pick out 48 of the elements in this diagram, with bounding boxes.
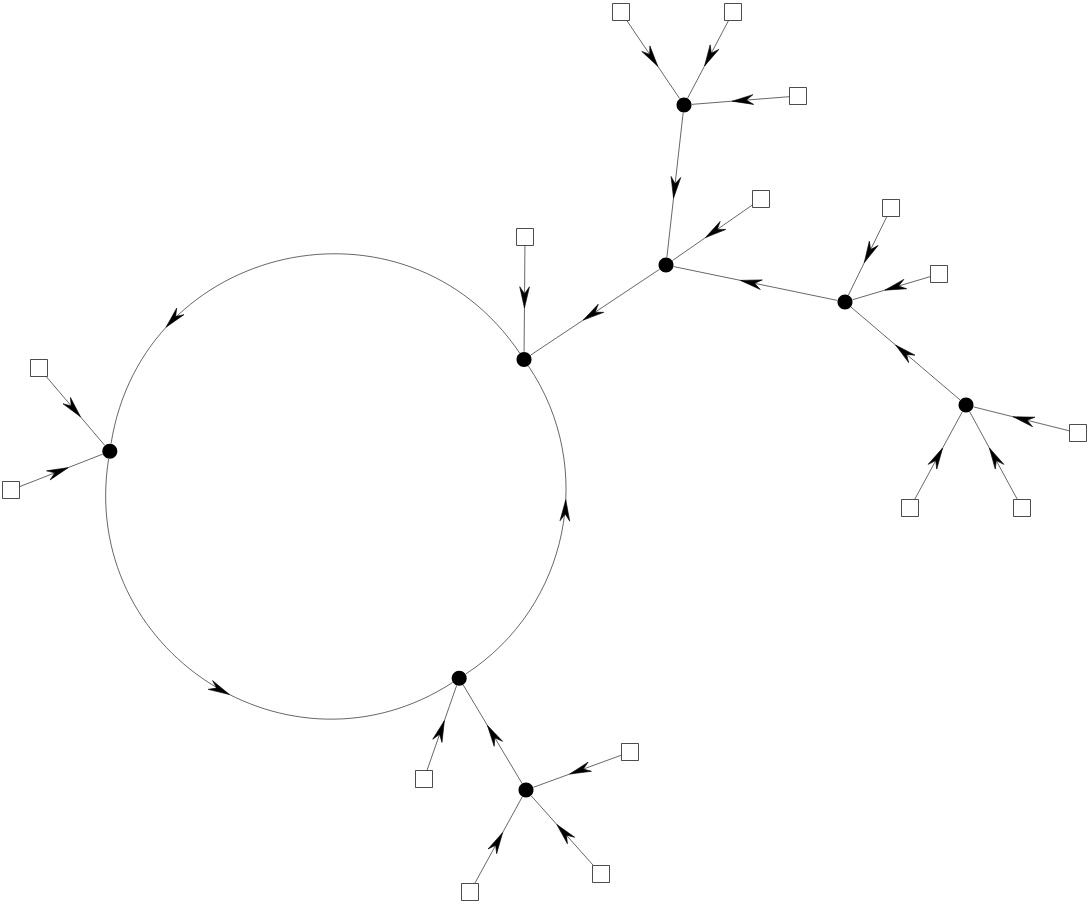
empty-square	[901, 499, 919, 517]
arrow	[691, 94, 790, 105]
empty-square	[752, 190, 770, 208]
filled-dot	[518, 782, 534, 798]
empty-square	[882, 199, 900, 217]
empty-square	[1013, 499, 1031, 517]
arrow	[530, 795, 594, 866]
filled-dot	[676, 97, 692, 113]
arrow	[973, 406, 1070, 432]
filled-dot	[451, 670, 467, 686]
empty-square	[516, 228, 534, 246]
empty-square	[930, 265, 948, 283]
arrow	[19, 453, 103, 487]
arrow	[533, 754, 622, 788]
filled-dot	[516, 352, 532, 367]
filled-dot	[837, 294, 853, 310]
empty-square	[30, 359, 48, 377]
arrow	[530, 269, 660, 356]
empty-square	[415, 770, 433, 788]
empty-square	[2, 481, 20, 499]
empty-square	[789, 87, 807, 105]
arrow	[914, 411, 963, 500]
empty-square	[724, 3, 742, 21]
arrow	[626, 20, 680, 99]
empty-square	[1069, 424, 1087, 442]
arrow	[46, 376, 106, 446]
arrow	[969, 411, 1018, 500]
arrow	[850, 306, 961, 401]
filled-dot	[958, 397, 974, 413]
arrow	[687, 20, 729, 99]
empty-square	[592, 865, 610, 883]
filled-dot	[658, 257, 674, 273]
arrow	[426, 685, 457, 771]
arrow	[462, 684, 523, 784]
arrow	[673, 266, 838, 301]
curved-arrow	[465, 365, 571, 675]
arrow	[519, 245, 530, 352]
arrow	[474, 796, 523, 884]
curved-arrow	[110, 253, 520, 444]
empty-square	[612, 3, 630, 21]
arrow	[848, 216, 887, 296]
filled-dot	[102, 443, 118, 459]
curved-arrow	[105, 458, 453, 720]
arrow	[672, 204, 753, 261]
empty-square	[621, 743, 639, 761]
empty-square	[461, 883, 479, 901]
arrow	[666, 112, 684, 258]
arrow	[852, 276, 931, 301]
